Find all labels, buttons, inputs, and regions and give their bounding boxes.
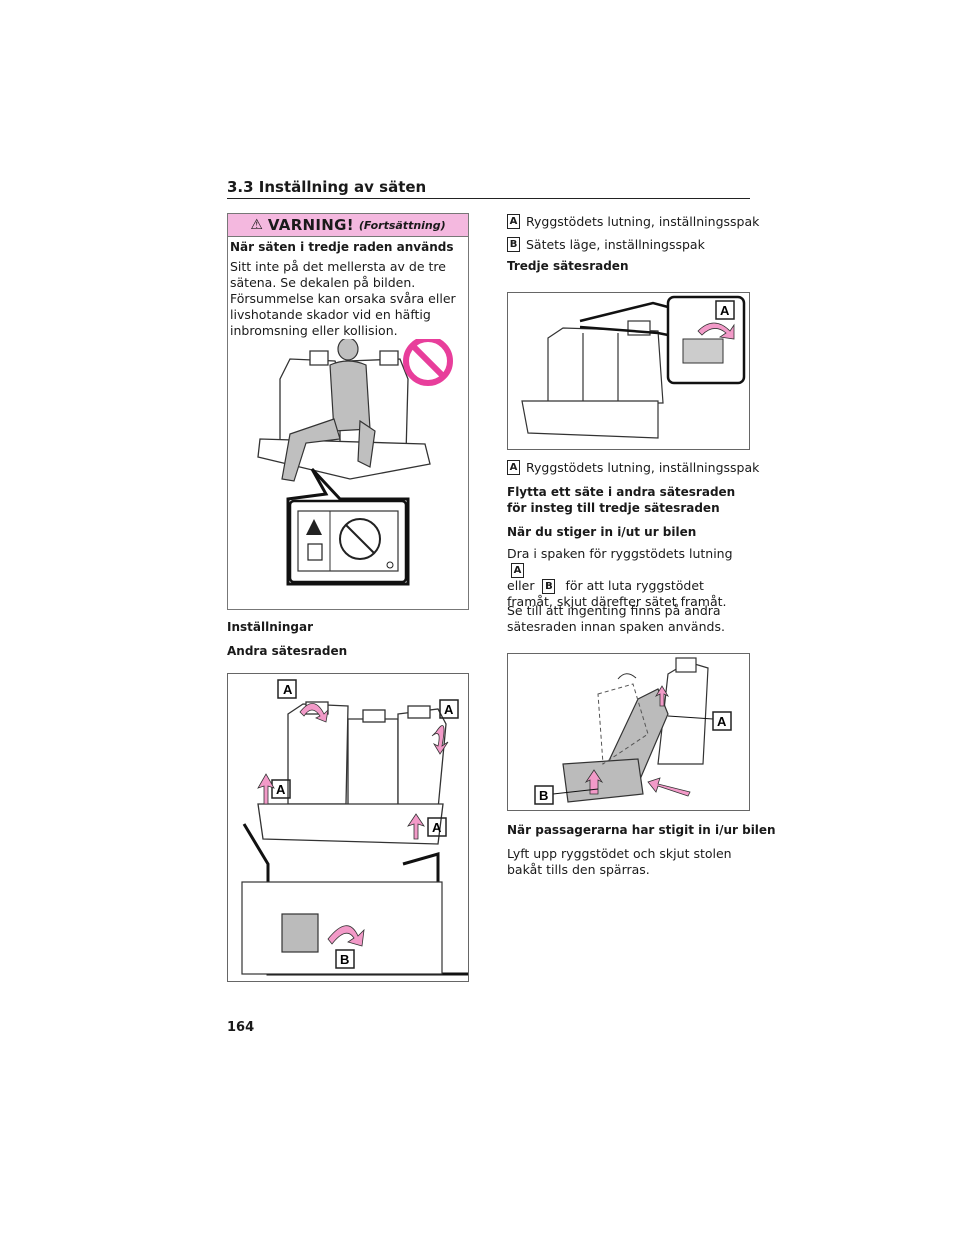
svg-text:A: A — [717, 714, 727, 729]
svg-text:A: A — [432, 820, 442, 835]
text-enter-3: för att luta ryggstödet framåt, skjut dä… — [507, 578, 727, 609]
svg-text:A: A — [444, 702, 454, 717]
heading-second-row: Andra sätesraden — [227, 644, 348, 658]
legend-a: A Ryggstödets lutning, inställningsspak — [507, 214, 759, 229]
svg-text:B: B — [340, 952, 349, 967]
key-a2: A — [507, 460, 520, 475]
move-seat-figure: A B — [507, 653, 750, 811]
warning-box: ⚠ VARNING! (Fortsättning) När säten i tr… — [227, 213, 469, 610]
second-row-figure: A A A A B — [227, 673, 469, 982]
key-a: A — [507, 214, 520, 229]
warning-text: Sitt inte på det mellersta av de tre sät… — [230, 259, 456, 338]
key-b2: B — [542, 579, 556, 594]
warning-header: ⚠ VARNING! (Fortsättning) — [228, 214, 468, 237]
legend-a2-text: Ryggstödets lutning, inställningsspak — [526, 460, 760, 475]
svg-text:A: A — [720, 303, 730, 318]
third-row-figure: A — [507, 292, 750, 450]
legend-b: B Sätets läge, inställningsspak — [507, 237, 705, 252]
text-after-entry: Lyft upp ryggstödet och skjut stolen bak… — [507, 846, 732, 877]
key-a3: A — [511, 563, 524, 578]
heading-settings: Inställningar — [227, 620, 314, 634]
page-number: 164 — [227, 1020, 255, 1035]
legend-a-text: Ryggstödets lutning, inställningsspak — [526, 214, 760, 229]
svg-text:A: A — [276, 782, 286, 797]
text-enter-2: eller — [507, 578, 535, 593]
heading-move-seat: Flytta ett säte i andra sätesraden för i… — [507, 485, 736, 515]
heading-after-entry: När passagerarna har stigit in i/ur bile… — [507, 823, 776, 837]
heading-third-row: Tredje sätesraden — [507, 259, 629, 273]
text-enter-1: Dra i spaken för ryggstödets lutning — [507, 546, 733, 561]
heading-enter-exit: När du stiger in i/ut ur bilen — [507, 525, 697, 539]
svg-text:B: B — [539, 788, 548, 803]
text-enter: Dra i spaken för ryggstödets lutning A e… — [507, 546, 750, 610]
key-b: B — [507, 237, 520, 252]
warning-illustration — [257, 339, 453, 586]
legend-a2: A Ryggstödets lutning, inställningsspak — [507, 460, 759, 475]
warning-icon: ⚠ — [250, 217, 263, 233]
legend-b-text: Sätets läge, inställningsspak — [526, 237, 705, 252]
text-enter-note: Se till att ingenting finns på andra sät… — [507, 603, 725, 634]
section-title: 3.3 Inställning av säten — [227, 178, 427, 196]
section-rule — [227, 198, 750, 199]
callout-a-1: A — [283, 682, 293, 697]
warning-subtitle: När säten i tredje raden används — [230, 240, 454, 254]
warning-continued: (Fortsättning) — [358, 218, 446, 232]
warning-title: VARNING! — [267, 216, 354, 234]
